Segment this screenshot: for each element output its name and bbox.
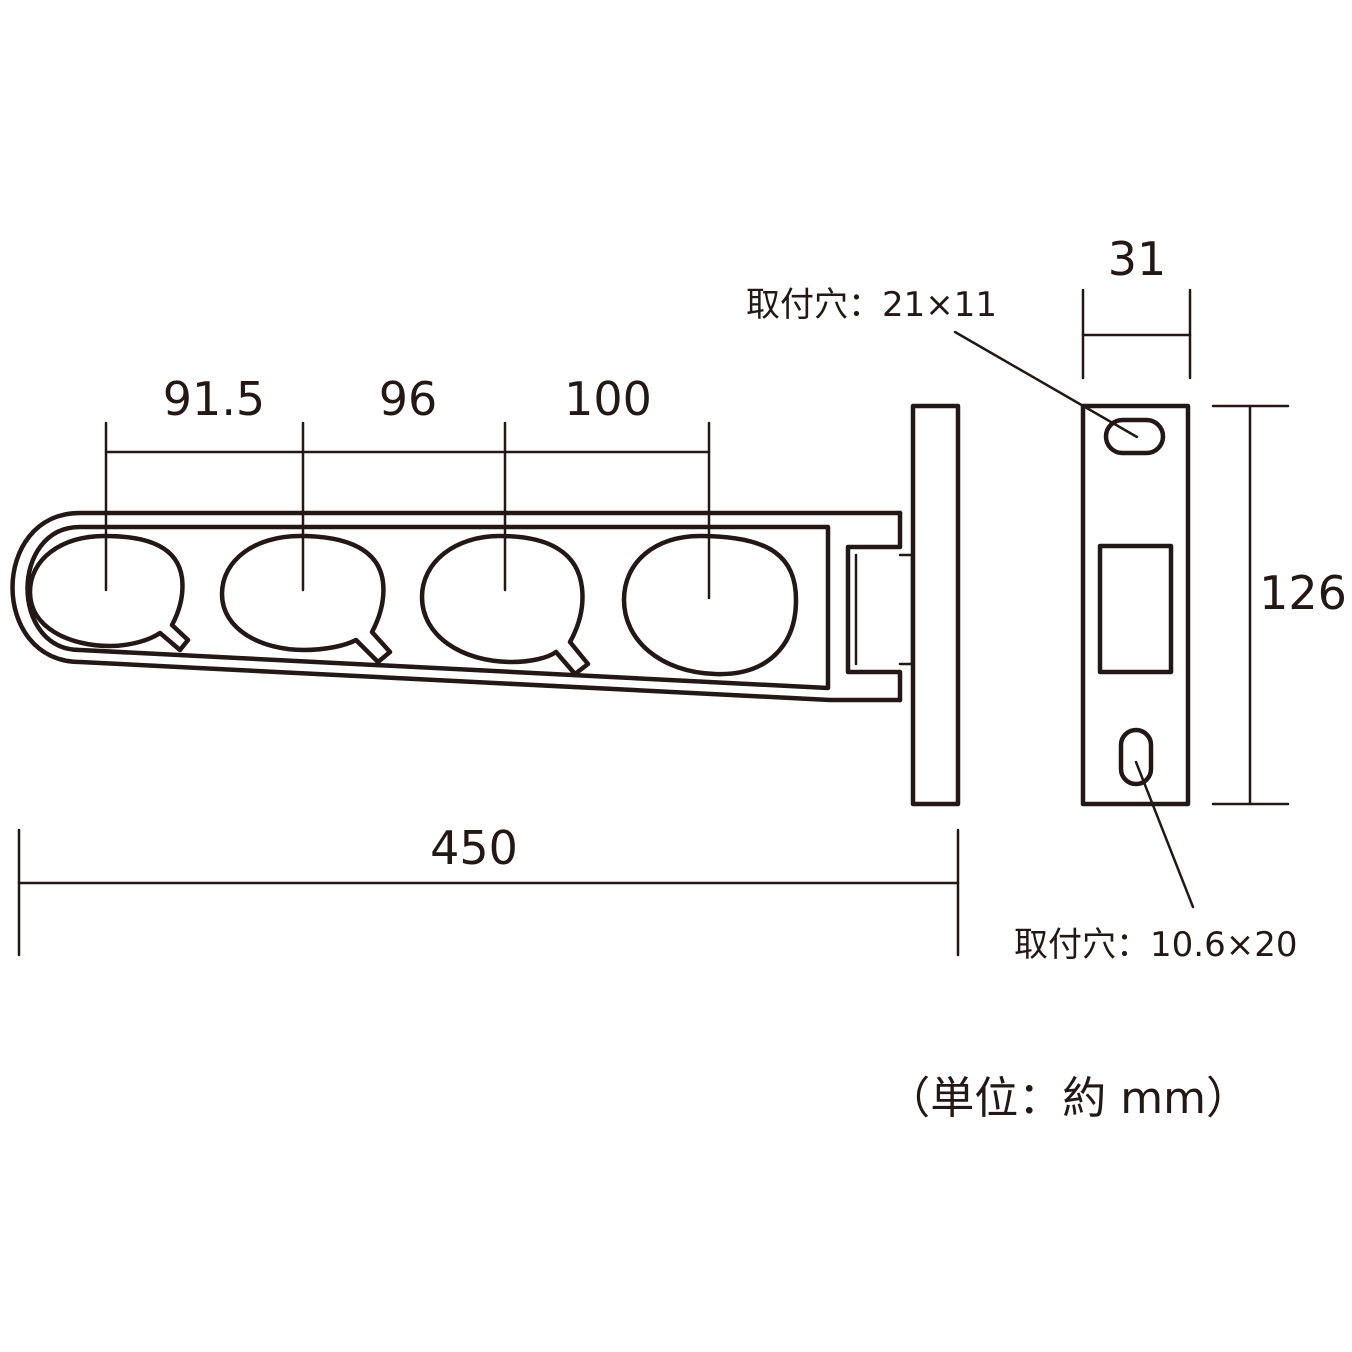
base-plate-side-view — [910, 403, 961, 807]
note-lower-hole: 取付穴：10.6×20 — [1014, 925, 1297, 965]
dim-plate-width: 31 — [1108, 232, 1167, 286]
dim-pitch-1: 91.5 — [163, 372, 265, 426]
arm-side-view — [10, 510, 914, 703]
dim-pitch-3: 100 — [564, 372, 652, 426]
upper-mounting-hole — [1103, 417, 1166, 456]
dim-plate-height: 126 — [1259, 566, 1347, 620]
hanger-hole-3 — [419, 533, 591, 677]
lower-mounting-hole — [1118, 727, 1154, 787]
note-upper-hole: 取付穴：21×11 — [746, 285, 997, 325]
hinge — [845, 510, 903, 703]
dim-total-length: 450 — [430, 821, 518, 875]
mounting-plate-front-view — [1080, 403, 1191, 807]
dim-pitch-2: 96 — [379, 372, 438, 426]
unit-label: （単位：約 mm） — [886, 1073, 1250, 1124]
center-window — [1097, 543, 1174, 675]
lower-hole-leader — [1134, 760, 1195, 909]
hanger-hole-1 — [27, 533, 191, 653]
hanger-hole-4 — [621, 533, 799, 677]
hanger-hole-2 — [219, 533, 393, 665]
dimension-lines — [17, 288, 1290, 957]
upper-hole-leader — [953, 330, 1139, 439]
